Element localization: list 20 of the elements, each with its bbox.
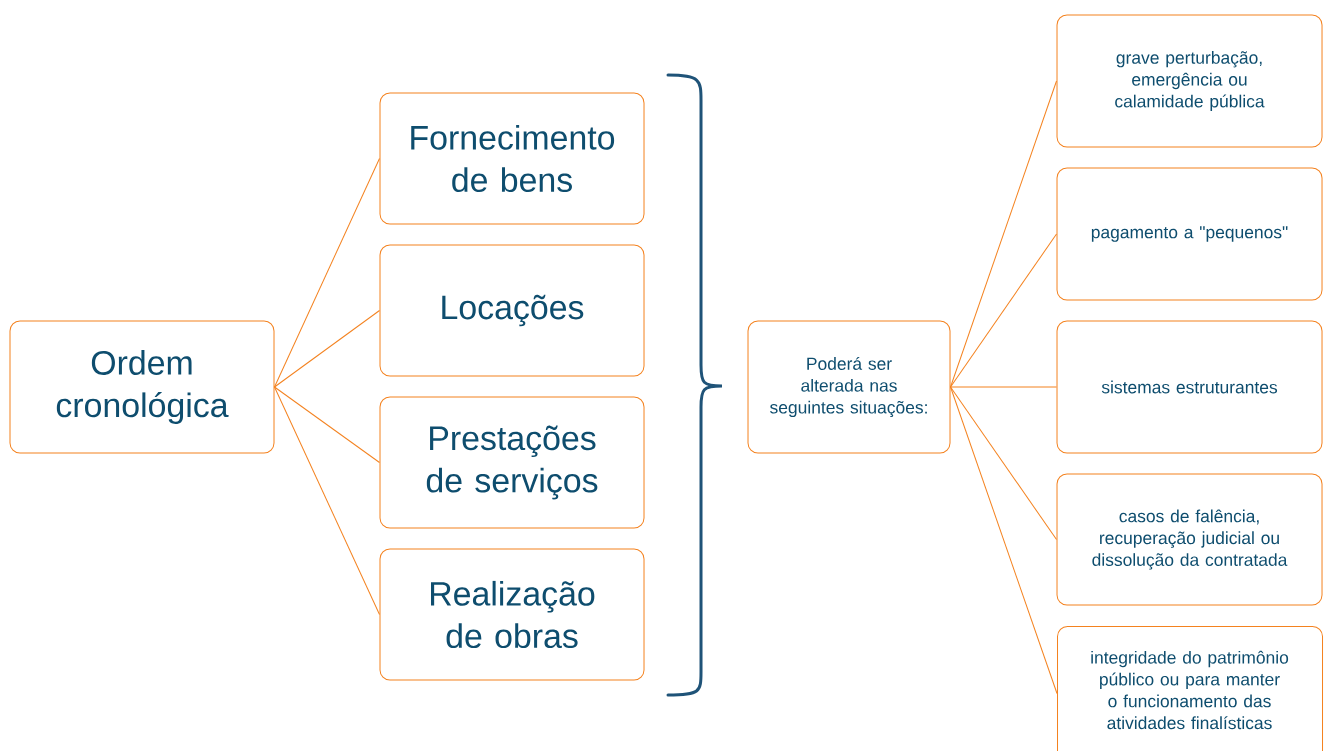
rounded-box: grave perturbação, emergência ou calamidade pública — [1056, 14, 1323, 148]
rounded-box: pagamento a "pequenos" — [1056, 167, 1323, 301]
connector-line — [274, 310, 380, 388]
rounded-box: Ordem cronológica — [9, 320, 275, 454]
connector-line — [274, 386, 380, 463]
connector-line — [950, 386, 1057, 388]
connector-line — [274, 158, 380, 388]
rounded-box: sistemas estruturantes — [1056, 320, 1323, 454]
rounded-box: Poderá ser alterada nas seguintes situações: — [747, 320, 951, 454]
connector-line — [274, 386, 380, 615]
connector-line — [950, 386, 1057, 540]
rounded-box: Prestações de serviços — [379, 396, 645, 529]
rounded-box: Locações — [379, 244, 645, 377]
rounded-box: casos de falência, recuperação judicial ou dissolução da contratada — [1056, 473, 1323, 606]
rounded-box: Fornecimento de bens — [379, 92, 645, 225]
connector-line — [950, 386, 1058, 694]
connector-line — [950, 80, 1057, 388]
rounded-box: integridade do patrimônio público ou para manter o funcionamento das atividades finalísticas — [1057, 626, 1323, 751]
connector-line — [950, 233, 1057, 388]
rounded-box: Realização de obras — [379, 548, 645, 681]
